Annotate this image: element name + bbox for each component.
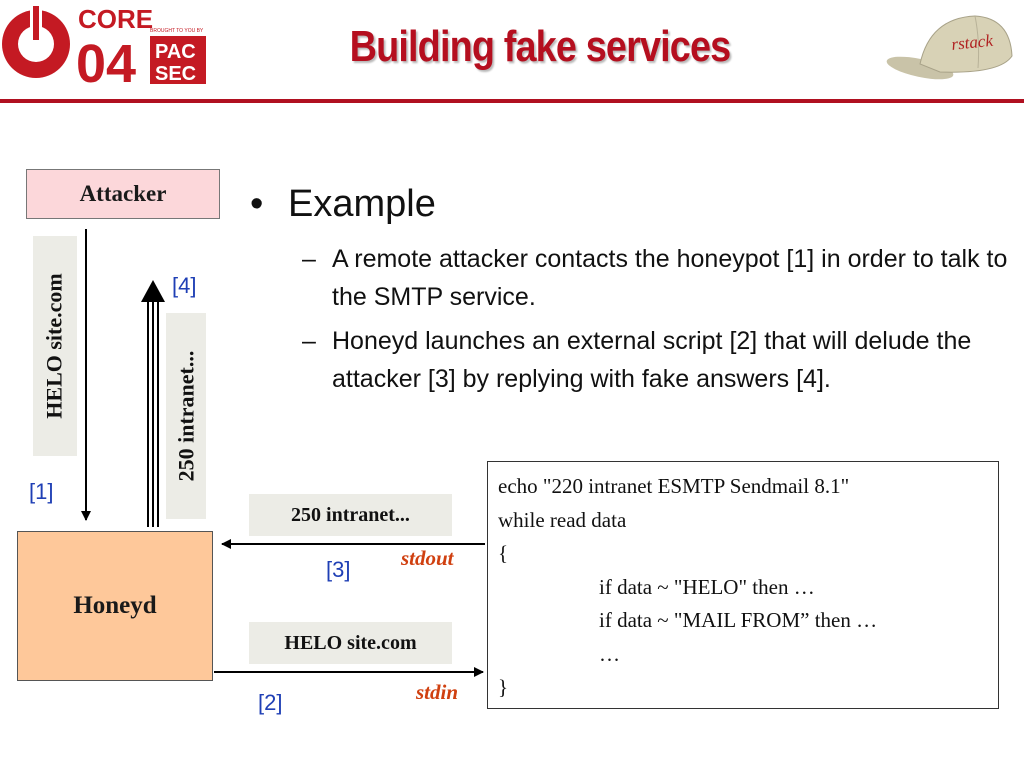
header-divider bbox=[0, 99, 1024, 103]
logo-number-text: 04 bbox=[76, 34, 136, 94]
code-line-open-brace: { bbox=[498, 541, 509, 565]
sub-bullet-1-dash: – bbox=[302, 245, 316, 273]
code-line-if-mail-from: if data ~ "MAIL FROM” then … bbox=[599, 608, 878, 632]
script-code-box: echo "220 intranet ESMTP Sendmail 8.1" w… bbox=[487, 461, 999, 709]
logo-pac-text: PAC bbox=[155, 41, 196, 63]
logo-sec-text: SEC bbox=[155, 63, 196, 85]
ref-2-label: [2] bbox=[258, 690, 283, 715]
logo-core-text: CORE bbox=[78, 4, 153, 34]
rstack-cap-icon: rstack bbox=[886, 15, 1013, 80]
intranet-vertical-text: 250 intranet... bbox=[173, 350, 199, 482]
cap-text: rstack bbox=[950, 31, 994, 54]
sub-bullet-2: – Honeyd launches an external script [2]… bbox=[302, 322, 1012, 398]
helo-horizontal-label: HELO site.com bbox=[249, 622, 452, 664]
slide-title: Building fake services bbox=[349, 22, 732, 71]
intranet-horizontal-label: 250 intranet... bbox=[249, 494, 452, 536]
logo-tagline-text: BROUGHT TO YOU BY bbox=[150, 28, 204, 34]
arrow-up-head bbox=[141, 280, 165, 302]
helo-vertical-label: HELO site.com bbox=[33, 236, 77, 456]
ref-1-label: [1] bbox=[29, 479, 54, 504]
stdout-label: stdout bbox=[401, 546, 454, 570]
intranet-vertical-label: 250 intranet... bbox=[166, 313, 206, 519]
code-line-close-brace: } bbox=[498, 675, 509, 699]
sub-bullet-2-text: Honeyd launches an external script [2] t… bbox=[332, 327, 972, 393]
code-line-while: while read data bbox=[498, 507, 627, 532]
sub-bullet-2-dash: – bbox=[302, 327, 316, 355]
sub-bullet-1-text: A remote attacker contacts the honeypot … bbox=[332, 245, 1008, 311]
ref-3-label: [3] bbox=[326, 557, 351, 582]
attacker-box: Attacker bbox=[26, 169, 220, 219]
stdin-label: stdin bbox=[416, 680, 459, 704]
code-line-if-helo: if data ~ "HELO" then … bbox=[599, 574, 815, 599]
code-line-echo: echo "220 intranet ESMTP Sendmail 8.1" bbox=[498, 474, 850, 498]
bullet-example: • Example bbox=[250, 183, 436, 226]
bullet-example-text: Example bbox=[288, 183, 436, 225]
bullet-dot: • bbox=[250, 183, 264, 225]
sub-bullet-1: – A remote attacker contacts the honeypo… bbox=[302, 240, 1012, 316]
helo-vertical-text: HELO site.com bbox=[42, 273, 67, 419]
honeyd-box: Honeyd bbox=[17, 531, 213, 681]
ref-4-label: [4] bbox=[172, 273, 197, 298]
code-line-ellipsis: … bbox=[599, 641, 620, 666]
core04-pacsec-logo: CORE 04 BROUGHT TO YOU BY PAC SEC bbox=[2, 4, 206, 94]
